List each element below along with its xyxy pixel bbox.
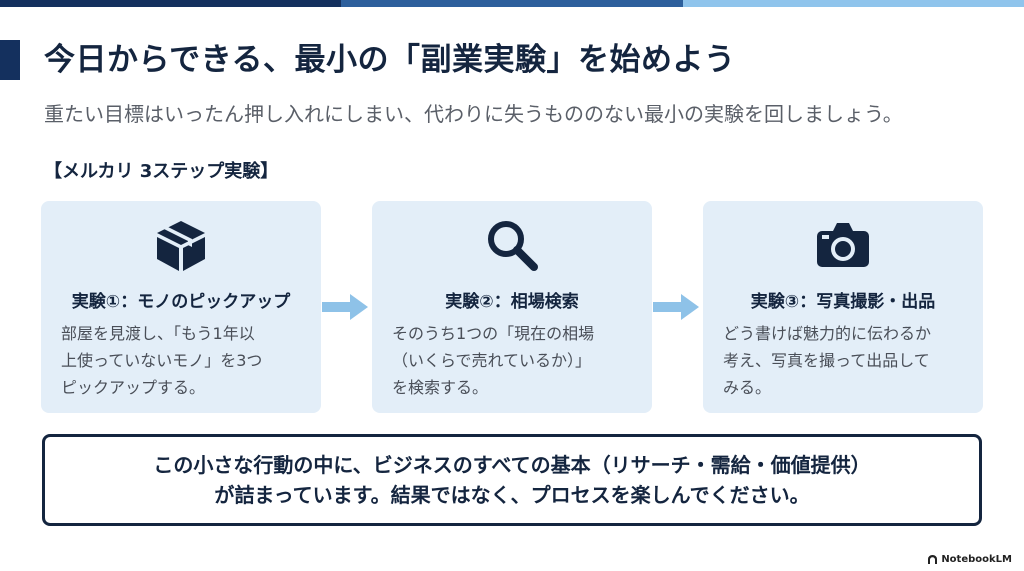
step-description: 部屋を見渡し、「もう1年以 上使っていないモノ」を3つ ピックアップする。 <box>61 320 303 401</box>
arrow-right-icon <box>322 294 368 320</box>
step-title: 実験①：モノのピックアップ <box>71 292 291 312</box>
step-description: そのうち1つの「現在の相場 （いくらで売れているか）」 を検索する。 <box>392 320 634 401</box>
top-bar-segment-light <box>682 0 1024 7</box>
top-bar-segment-dark <box>0 0 342 7</box>
brand-label: NotebookLM <box>941 554 1012 565</box>
camera-icon <box>703 217 983 273</box>
top-bar-segment-mid <box>341 0 683 7</box>
step-description-line: みる。 <box>723 378 772 397</box>
key-message-box: この小さな行動の中に、ビジネスのすべての基本（リサーチ・需給・価値提供） が詰ま… <box>42 434 982 526</box>
step-description-line: 部屋を見渡し、「もう1年以 <box>61 324 255 343</box>
search-icon <box>372 217 652 273</box>
step-description-line: を検索する。 <box>392 378 489 397</box>
step-card-3: 実験③：写真撮影・出品 どう書けば魅力的に伝わるか 考え、写真を撮って出品して … <box>703 201 983 413</box>
step-description-line: 上使っていないモノ」を3つ <box>61 351 263 370</box>
step-description-line: ピックアップする。 <box>61 378 206 397</box>
step-description: どう書けば魅力的に伝わるか 考え、写真を撮って出品して みる。 <box>723 320 965 401</box>
step-title: 実験②：相場検索 <box>445 292 579 312</box>
steps-heading: 【メルカリ 3ステップ実験】 <box>44 161 279 182</box>
slide-subtitle: 重たい目標はいったん押し入れにしまい、代わりに失うもののない最小の実験を回しまし… <box>44 102 903 126</box>
title-accent-block <box>0 40 20 80</box>
slide-title: 今日からできる、最小の「副業実験」を始めよう <box>44 42 736 78</box>
notebooklm-logo-icon <box>928 555 938 564</box>
top-accent-bar <box>0 0 1024 7</box>
key-message-line: が詰まっています。結果ではなく、プロセスを楽しんでください。 <box>214 483 810 507</box>
step-title: 実験③：写真撮影・出品 <box>750 292 936 312</box>
step-card-1: 実験①：モノのピックアップ 部屋を見渡し、「もう1年以 上使っていないモノ」を3… <box>41 201 321 413</box>
box-icon <box>41 217 321 273</box>
step-card-2: 実験②：相場検索 そのうち1つの「現在の相場 （いくらで売れているか）」 を検索… <box>372 201 652 413</box>
key-message-line: この小さな行動の中に、ビジネスのすべての基本（リサーチ・需給・価値提供） <box>153 453 871 477</box>
step-description-line: （いくらで売れているか）」 <box>392 351 592 370</box>
step-description-line: そのうち1つの「現在の相場 <box>392 324 595 343</box>
step-description-line: どう書けば魅力的に伝わるか <box>723 324 932 343</box>
arrow-right-icon <box>653 294 699 320</box>
brand-watermark: NotebookLM <box>927 554 1012 565</box>
step-description-line: 考え、写真を撮って出品して <box>723 351 930 370</box>
